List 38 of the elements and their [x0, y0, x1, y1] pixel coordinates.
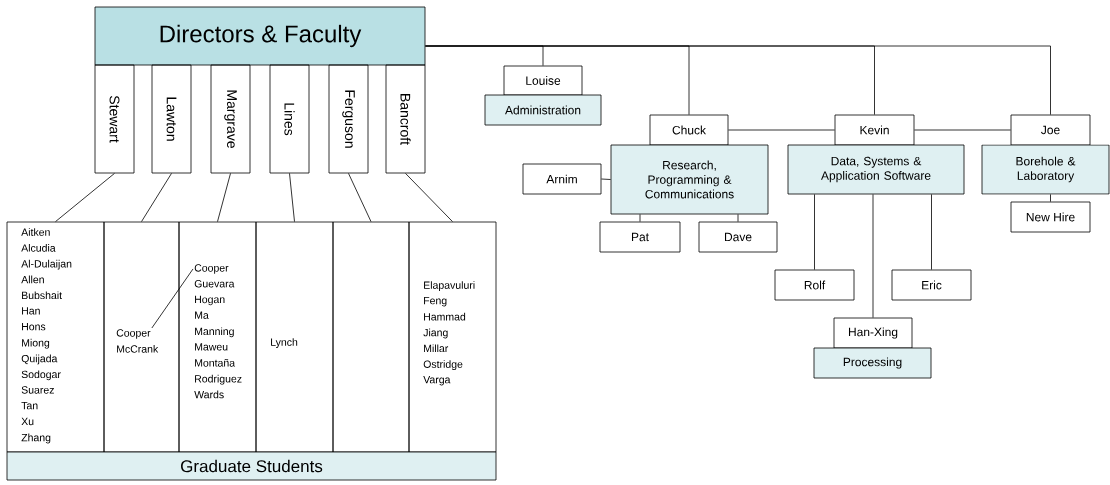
department-box: Data, Systems & Application Software: [787, 144, 965, 195]
connector-line: [348, 173, 372, 222]
person-box: Arnim: [522, 163, 602, 195]
name-box: Ferguson: [328, 64, 369, 174]
leader-line: [151, 268, 194, 329]
department-box: Research, Programming & Communications: [610, 144, 769, 215]
band-box: Graduate Students: [6, 451, 497, 481]
connector-line: [405, 173, 453, 222]
name-box: Stewart: [94, 64, 135, 174]
connector-line: [728, 129, 835, 131]
connector-line: [914, 129, 1011, 131]
connector-line: [217, 173, 231, 222]
connector-line: [1050, 194, 1051, 202]
person-box: Rolf: [774, 269, 855, 301]
student-column: Elapavuluri Feng Hammad Jiang Millar Ostridge Varga: [408, 221, 497, 453]
department-box: Administration: [484, 94, 602, 126]
name-box: Lawton: [151, 64, 192, 174]
connector-line: [601, 178, 611, 180]
department-box: Borehole & Laboratory: [981, 144, 1110, 195]
connector-line: [872, 194, 874, 318]
connector-line: [737, 214, 739, 222]
connector-line: [289, 173, 295, 222]
connector-line: [814, 194, 815, 270]
connector-line: [639, 214, 641, 222]
connector-line: [425, 45, 1051, 115]
person-box: New Hire: [1010, 201, 1091, 233]
name-box: Bancroft: [385, 64, 426, 174]
person-box: Dave: [698, 221, 778, 253]
department-box: Processing: [813, 347, 932, 379]
name-box: Lines: [269, 64, 310, 174]
person-box: Joe: [1010, 114, 1091, 146]
person-box: Pat: [599, 221, 681, 253]
person-box: Eric: [891, 269, 972, 301]
connector-line: [55, 173, 115, 222]
name-box: Margrave: [210, 64, 251, 174]
connector-line: [141, 173, 172, 222]
connector-line: [931, 194, 932, 270]
header-box: Directors & Faculty: [94, 6, 426, 66]
